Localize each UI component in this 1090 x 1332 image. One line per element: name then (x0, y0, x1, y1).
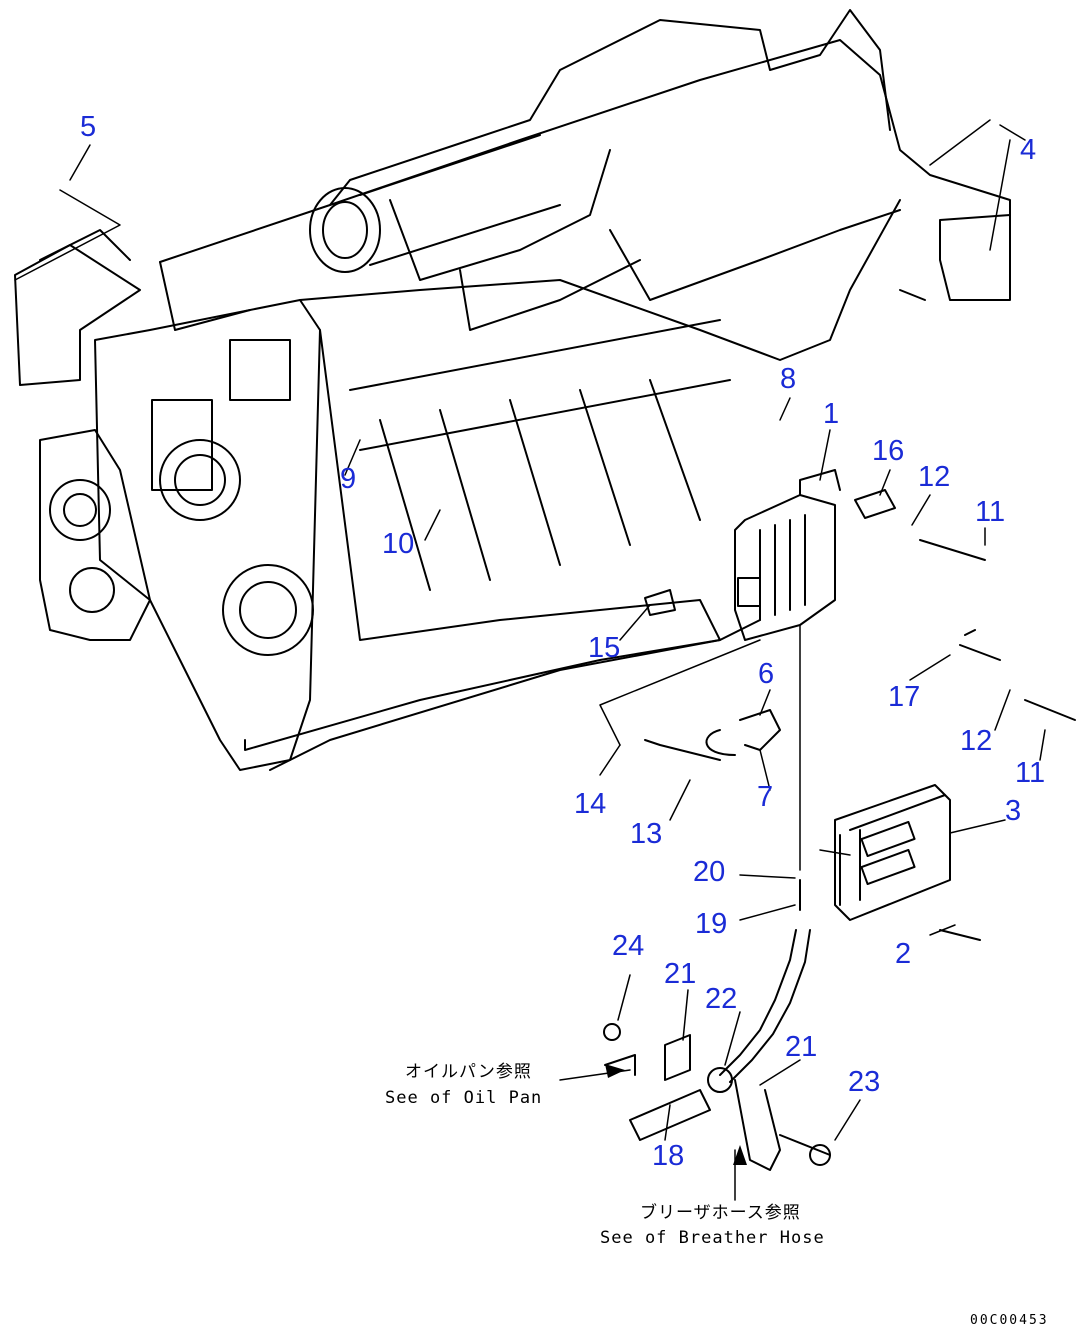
callout-19: 19 (695, 908, 728, 940)
callout-10: 10 (382, 528, 415, 560)
callout-20: 20 (693, 856, 726, 888)
callout-6: 6 (758, 658, 775, 690)
callout-9: 9 (340, 463, 357, 495)
callout-2: 2 (895, 938, 912, 970)
callout-1: 1 (823, 398, 840, 430)
oil-pan-reference-en: See of Oil Pan (385, 1088, 543, 1108)
callout-21: 21 (664, 958, 697, 990)
ecu-box (834, 784, 951, 921)
callout-11: 11 (1015, 757, 1046, 789)
callout-22: 22 (705, 983, 738, 1015)
drawing-code: 00C00453 (970, 1313, 1049, 1328)
callout-18: 18 (652, 1140, 685, 1172)
reference-arrows (605, 1064, 747, 1165)
callout-17: 17 (888, 681, 921, 713)
callout-24: 24 (612, 930, 645, 962)
callout-12: 12 (960, 725, 993, 757)
callout-11: 11 (975, 496, 1006, 528)
callout-23: 23 (848, 1066, 881, 1098)
controller-assembly (734, 469, 841, 641)
oil-pan-reference-jp: オイルパン参照 (405, 1062, 532, 1082)
breather-hose-reference-en: See of Breather Hose (600, 1228, 825, 1248)
callout-3: 3 (1005, 795, 1022, 827)
callout-7: 7 (757, 781, 774, 813)
callout-12: 12 (918, 461, 951, 493)
callout-5: 5 (80, 111, 97, 143)
callout-16: 16 (872, 435, 905, 467)
hose-and-fittings (603, 489, 1076, 1171)
callout-13: 13 (630, 818, 663, 850)
callout-21: 21 (785, 1031, 818, 1063)
callout-15: 15 (588, 632, 621, 664)
engine-block (14, 9, 1011, 771)
leader-lines (14, 119, 1046, 1201)
breather-hose-reference-jp: ブリーザホース参照 (640, 1203, 801, 1223)
callout-4: 4 (1020, 134, 1037, 166)
callout-14: 14 (574, 788, 607, 820)
callout-8: 8 (780, 363, 797, 395)
